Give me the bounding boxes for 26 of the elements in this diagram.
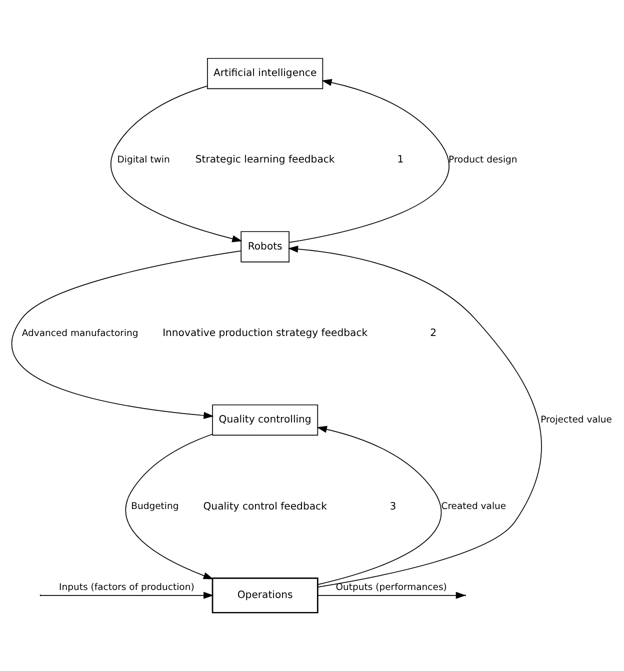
arrow: [288, 246, 542, 588]
label: 1: [397, 154, 404, 166]
label: 2: [430, 328, 437, 340]
edge-label: Created value: [441, 501, 506, 512]
node-box: Robots: [240, 231, 290, 262]
arrow: [12, 250, 242, 419]
arrow: [40, 592, 214, 599]
arrow: [110, 86, 242, 242]
node-box: Artificial intelligence: [207, 58, 324, 90]
edge-label: Projected value: [540, 414, 612, 426]
label: Innovative production strategy feedback: [162, 328, 368, 340]
label: 3: [390, 501, 396, 512]
edge-label: Outputs (performances): [336, 582, 447, 594]
arrow: [317, 592, 466, 599]
edge-label: Advanced manufactoring: [22, 328, 138, 339]
label: Strategic learning feedback: [195, 154, 335, 166]
node-box: Quality controlling: [212, 404, 318, 436]
edge-label: Product design: [448, 154, 518, 166]
arrow: [316, 426, 442, 585]
node-box: Operations: [212, 577, 318, 614]
arrow: [288, 79, 449, 243]
edge-label: Inputs (factors of production): [59, 582, 194, 594]
label: Quality control feedback: [203, 501, 327, 512]
edge-label: Digital twin: [117, 154, 170, 166]
arrow: [125, 434, 214, 580]
edge-label: Budgeting: [131, 501, 179, 512]
